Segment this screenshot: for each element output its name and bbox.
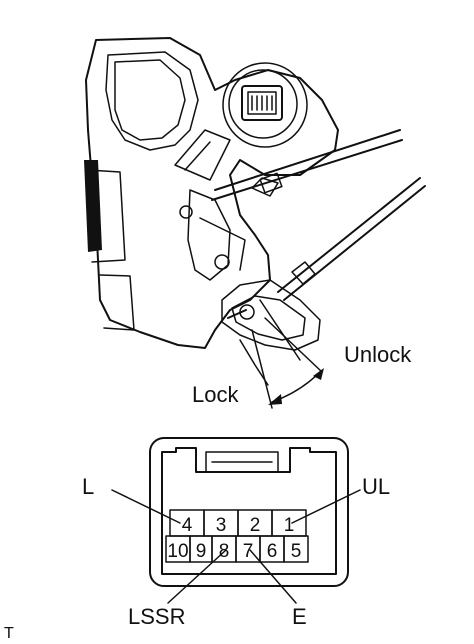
pin-9: 9 (196, 541, 207, 562)
callout-l: L (82, 474, 94, 499)
pin-3: 3 (216, 515, 227, 536)
rotation-arrow (251, 317, 324, 409)
callout-ul: UL (362, 474, 390, 499)
pin-6: 6 (267, 541, 278, 562)
unlock-label: Unlock (344, 342, 412, 367)
door-lock-assembly (84, 37, 426, 386)
pin-7: 7 (243, 541, 254, 562)
callout-e: E (292, 604, 307, 629)
connector-face: 4 3 2 1 10 9 8 7 6 5 (149, 437, 349, 587)
corner-mark: T (4, 625, 14, 642)
lock-label: Lock (192, 382, 239, 407)
pin-1: 1 (284, 515, 295, 536)
pin-2: 2 (250, 515, 261, 536)
pin-4: 4 (182, 515, 193, 536)
pin-grid (165, 509, 309, 563)
callout-lssr: LSSR (128, 604, 185, 629)
callout-leaders (111, 489, 361, 604)
pin-10: 10 (167, 541, 188, 562)
pin-5: 5 (291, 541, 302, 562)
